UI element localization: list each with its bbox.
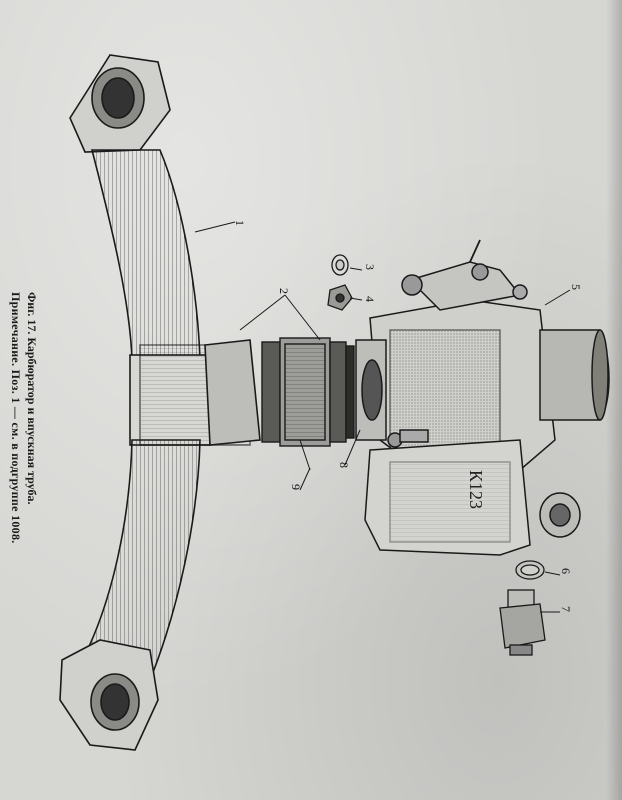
fitting-and-gasket: [499, 560, 546, 656]
callout-9: 9: [289, 484, 303, 490]
carburetor-body: [355, 239, 610, 556]
callout-4: 4: [363, 296, 377, 302]
caption-note: Примечание. Поз. 1 — см. в подгруппе 100…: [9, 292, 23, 544]
callout-5: 5: [569, 284, 583, 290]
callout-3: 3: [363, 264, 377, 270]
caption-title: Фиг. 17. Карбюратор и впускная труба.: [25, 292, 39, 505]
callout-labels: 1 2 3 4 5 6 7 8 9: [233, 220, 583, 612]
scan-edge-shadow: [606, 0, 622, 800]
callout-1: 1: [233, 220, 247, 226]
spacer-block: [261, 337, 355, 471]
callout-2: 2: [277, 288, 291, 294]
leader-lines: [194, 221, 571, 613]
callout-8: 8: [337, 462, 351, 468]
callout-7: 7: [559, 606, 573, 612]
part-marking: К123: [466, 470, 486, 509]
washer-and-nut: [327, 254, 353, 311]
callout-6: 6: [559, 568, 573, 574]
intake-manifold: [59, 54, 261, 751]
figure-caption: Фиг. 17. Карбюратор и впускная труба. Пр…: [8, 292, 40, 544]
